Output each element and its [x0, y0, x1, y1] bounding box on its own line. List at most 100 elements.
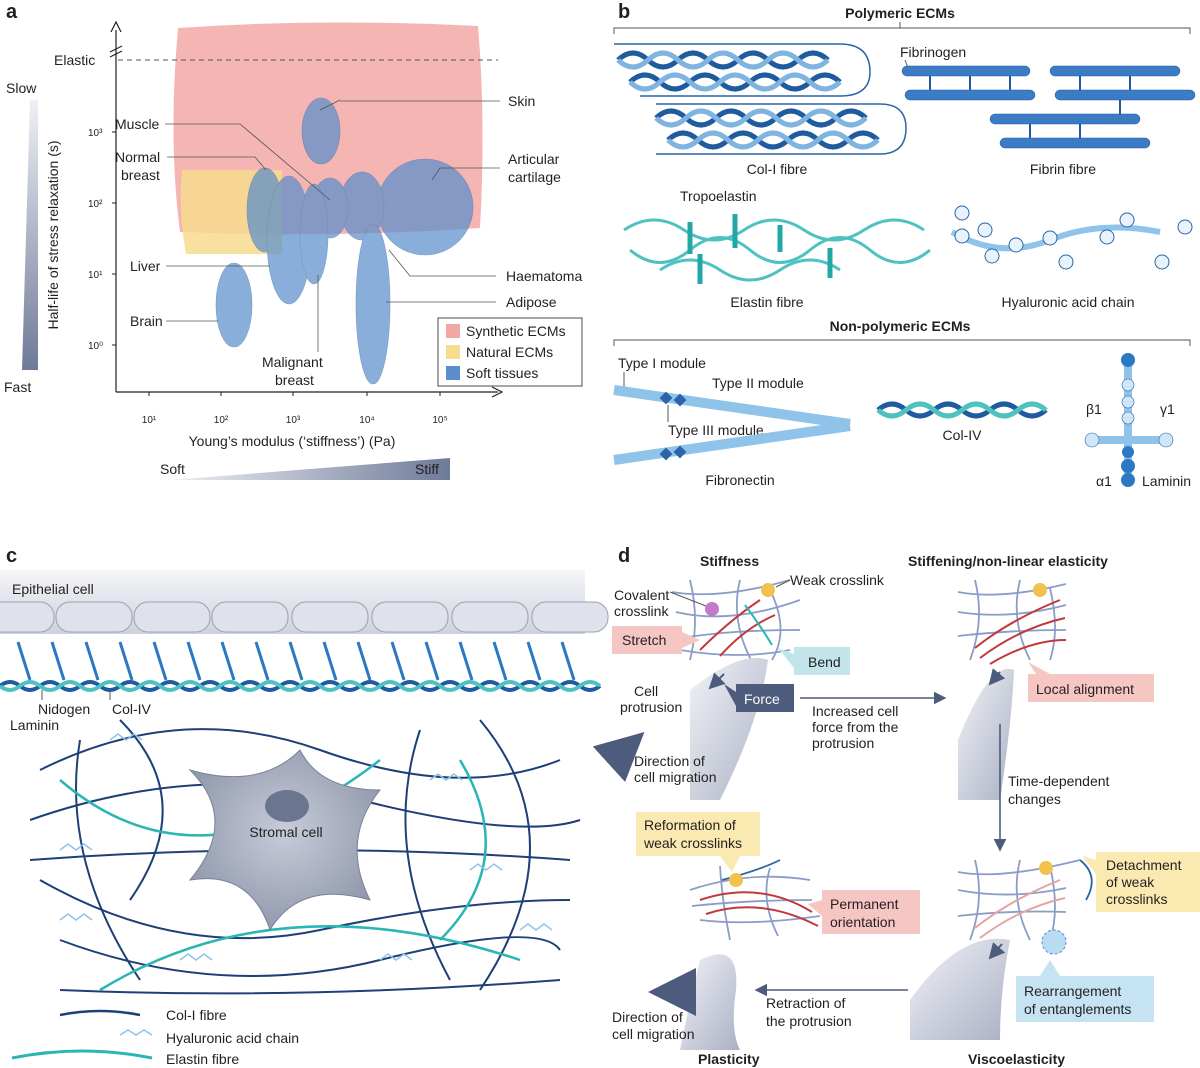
x-tick-2: 10²	[214, 415, 229, 426]
rearrangement-box	[1016, 976, 1154, 1022]
stiff-label: Stiff	[415, 461, 439, 477]
rearrangement-label-1: Rearrangement	[1024, 983, 1121, 999]
col4-label: Col-IV	[943, 427, 983, 443]
articular-label-1: Articular	[508, 151, 560, 167]
legend-synthetic: Synthetic ECMs	[466, 323, 566, 339]
type1-module-label: Type I module	[618, 355, 706, 371]
panel-b: b Polymeric ECMs Col-I fibre Fibrinogen	[613, 1, 1196, 489]
y-tick-0: 10⁰	[88, 341, 103, 352]
legend-col1-swatch	[59, 1009, 141, 1017]
alpha1-label: α1	[1096, 473, 1112, 489]
retraction-label-1: Retraction of	[766, 995, 845, 1011]
stiffness-title: Stiffness	[700, 553, 759, 569]
network-stiffness	[671, 579, 801, 663]
x-tick-5: 10⁵	[432, 415, 447, 426]
x-tick-3: 10³	[286, 415, 301, 426]
fibronectin-label: Fibronectin	[705, 472, 774, 488]
weak-crosslink-dot-3	[1039, 861, 1053, 875]
force-box	[736, 684, 794, 712]
local-alignment-box	[1028, 674, 1154, 702]
reformation-label-2: weak crosslinks	[643, 835, 742, 851]
stretch-label: Stretch	[622, 632, 666, 648]
epithelial-cells	[0, 601, 609, 633]
brain-label: Brain	[130, 313, 163, 329]
permanent-label-2: orientation	[830, 914, 895, 930]
col4-row	[0, 680, 602, 692]
cell-protrusion-label-1: Cell	[634, 683, 658, 699]
legend-elastin-label: Elastin fibre	[166, 1051, 239, 1067]
laminin-molecule	[1084, 353, 1174, 487]
permanent-box	[822, 890, 920, 934]
bend-label: Bend	[808, 654, 841, 670]
col1-helix	[616, 50, 880, 150]
legend-ha-label: Hyaluronic acid chain	[166, 1030, 299, 1046]
col4-row-label: Col-IV	[112, 701, 152, 717]
panel-c-label: c	[6, 545, 17, 567]
non-polymeric-title: Non-polymeric ECMs	[830, 318, 971, 334]
normal-breast-label-1: Normal	[115, 149, 160, 165]
viscoelasticity-title: Viscoelasticity	[968, 1051, 1065, 1067]
soft-label: Soft	[160, 461, 185, 477]
muscle-label: Muscle	[115, 116, 160, 132]
malignant-breast-ellipse	[299, 183, 329, 285]
articular-label-2: cartilage	[508, 169, 561, 185]
laminin-row	[16, 641, 576, 681]
panel-b-label: b	[618, 1, 630, 23]
time-label-1: Time-dependent	[1008, 773, 1110, 789]
weak-crosslink-dot-2	[1033, 583, 1047, 597]
slow-fast-gradient	[22, 100, 38, 370]
direction-label-1: Direction of	[634, 753, 705, 769]
legend-col1-label: Col-I fibre	[166, 1007, 227, 1023]
bend-box	[794, 647, 850, 675]
tropoelastin-label: Tropoelastin	[680, 188, 757, 204]
legend-soft: Soft tissues	[466, 365, 538, 381]
fibrinogen-label: Fibrinogen	[900, 44, 966, 60]
y-tick-3: 10³	[88, 128, 103, 139]
adipose-label: Adipose	[506, 294, 557, 310]
weak-crosslink-dot	[761, 583, 775, 597]
type3-module-label: Type III module	[668, 422, 764, 438]
covalent-label-2: crosslink	[614, 603, 669, 619]
stromal-cell	[188, 749, 382, 932]
panel-a-label: a	[6, 1, 18, 23]
protrusion-2	[958, 668, 1014, 800]
detachment-box	[1096, 852, 1200, 912]
network-viscoelastic	[957, 859, 1093, 941]
panel-d-label: d	[618, 545, 630, 567]
elastin-fibre-label: Elastin fibre	[730, 294, 803, 310]
legend-natural: Natural ECMs	[466, 344, 553, 360]
fibronectin-molecule	[613, 385, 851, 465]
cell-protrusion-label-2: protrusion	[620, 699, 682, 715]
increased-label-1: Increased cell	[812, 703, 898, 719]
stretch-box	[612, 626, 682, 654]
nidogen-label: Nidogen	[38, 701, 90, 717]
col1-fibre-label: Col-I fibre	[747, 161, 808, 177]
elastic-label: Elastic	[54, 52, 95, 68]
fibrin-fibre	[901, 65, 1196, 149]
beta1-label: β1	[1086, 401, 1102, 417]
force-label: Force	[744, 691, 780, 707]
gamma1-label: γ1	[1160, 401, 1175, 417]
brain-ellipse	[215, 262, 253, 348]
panel-d: d Stiffness Stiffening/non-linear elasti…	[592, 545, 1200, 1067]
reformation-box	[636, 812, 760, 856]
y-axis-label: Half-life of stress relaxation (s)	[45, 140, 61, 329]
covalent-crosslink-dot	[705, 602, 719, 616]
protrusion-4	[680, 954, 740, 1050]
hyaluronic-network	[59, 733, 553, 961]
entanglement-circle	[1041, 929, 1067, 955]
elastin-fibre	[623, 214, 931, 284]
cartilage-ellipse	[376, 158, 474, 256]
laminin-label: Laminin	[1142, 473, 1191, 489]
normal-breast-label-2: breast	[121, 167, 160, 183]
liver-label: Liver	[130, 258, 161, 274]
direction-label-2: cell migration	[634, 769, 716, 785]
stromal-label: Stromal cell	[249, 824, 322, 840]
legend-swatch-natural	[446, 345, 460, 359]
direction2-label-2: cell migration	[612, 1026, 694, 1042]
legend-swatch-synthetic	[446, 324, 460, 338]
increased-label-3: protrusion	[812, 735, 874, 751]
increased-label-2: force from the	[812, 719, 899, 735]
panel-c: c Epithelial cell	[0, 545, 609, 1067]
laminin-row-label: Laminin	[10, 717, 59, 733]
